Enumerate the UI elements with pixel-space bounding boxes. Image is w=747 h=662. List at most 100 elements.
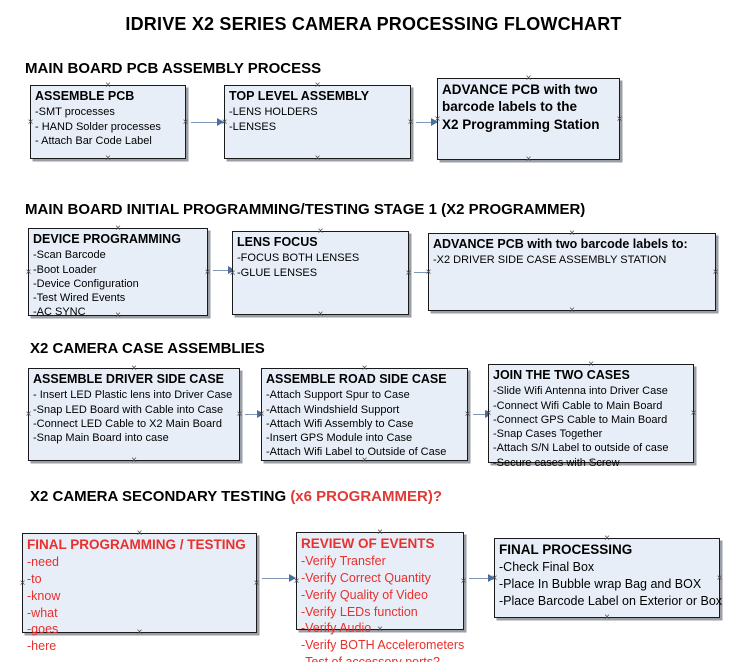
node-advance-pcb-programming-station[interactable]: ADVANCE PCB with two barcode labels to t… <box>437 78 620 160</box>
node-line: -Attach Wifi Assembly to Case <box>266 417 414 430</box>
node-line: -to <box>27 572 42 587</box>
connection-handle-left[interactable] <box>26 118 35 127</box>
node-line: -Verify LEDs function <box>301 604 418 619</box>
node-line: -Scan Barcode <box>33 249 106 262</box>
connection-handle-right[interactable] <box>404 269 413 278</box>
connection-handle-right[interactable] <box>235 410 244 419</box>
node-line: -Connect Wifi Cable to Main Board <box>493 399 663 412</box>
connection-handle-right[interactable] <box>406 118 415 127</box>
connection-handle-left[interactable] <box>24 268 33 277</box>
connection-handle-top[interactable] <box>135 529 144 538</box>
node-assemble-pcb[interactable]: ASSEMBLE PCB -SMT processes - HAND Solde… <box>30 85 186 159</box>
connection-handle-right[interactable] <box>252 579 261 588</box>
connection-handle-top[interactable] <box>587 360 596 369</box>
connection-handle-right[interactable] <box>711 268 720 277</box>
node-line: -Snap Cases Together <box>493 428 603 441</box>
connection-handle-left[interactable] <box>24 410 33 419</box>
node-advance-pcb-driver-side-case[interactable]: ADVANCE PCB with two barcode labels to: … <box>428 233 716 311</box>
connection-handle-top[interactable] <box>376 528 385 537</box>
node-title: TOP LEVEL ASSEMBLY <box>229 89 370 103</box>
node-line: -Slide Wifi Antenna into Driver Case <box>493 385 668 398</box>
connection-handle-bottom[interactable] <box>360 456 369 465</box>
connection-handle-left[interactable] <box>292 577 301 586</box>
node-line: -Attach Windshield Support <box>266 403 400 416</box>
connection-handle-bottom[interactable] <box>524 155 533 164</box>
connection-handle-right[interactable] <box>463 410 472 419</box>
node-line: -Boot Loader <box>33 263 97 276</box>
connection-handle-bottom[interactable] <box>568 306 577 315</box>
connection-handle-top[interactable] <box>104 81 113 90</box>
node-line: -Insert GPS Module into Case <box>266 432 413 445</box>
node-line: -Test Wired Events <box>33 292 126 305</box>
node-title: ASSEMBLE PCB <box>35 89 135 103</box>
connection-handle-right[interactable] <box>203 268 212 277</box>
node-title: FINAL PROCESSING <box>499 542 633 557</box>
node-device-programming[interactable]: DEVICE PROGRAMMING -Scan Barcode -Boot L… <box>28 228 208 319</box>
node-final-processing[interactable]: FINAL PROCESSING -Check Final Box -Place… <box>494 538 722 618</box>
connection-handle-top[interactable] <box>568 229 577 238</box>
connection-handle-top[interactable] <box>130 364 139 373</box>
connection-handle-top[interactable] <box>360 364 369 373</box>
node-assemble-road-side-case[interactable]: ASSEMBLE ROAD SIDE CASE -Attach Support … <box>261 368 468 461</box>
connection-handle-top[interactable] <box>114 224 123 233</box>
node-line: -GLUE LENSES <box>237 266 318 279</box>
node-title: FINAL PROGRAMMING / TESTING <box>27 537 246 552</box>
section-heading-text: MAIN BOARD PCB ASSEMBLY PROCESS <box>25 60 322 77</box>
node-line: - HAND Solder processes <box>35 120 161 133</box>
node-title: ASSEMBLE ROAD SIDE CASE <box>266 372 447 386</box>
node-join-the-two-cases[interactable]: JOIN THE TWO CASES -Slide Wifi Antenna i… <box>488 364 694 469</box>
node-line: -Verify BOTH Accelerometers <box>301 638 465 653</box>
node-title: ASSEMBLE DRIVER SIDE CASE <box>33 372 225 386</box>
section-heading-text: MAIN BOARD INITIAL PROGRAMMING/TESTING S… <box>25 201 586 218</box>
connection-handle-right[interactable] <box>181 118 190 127</box>
connection-handle-left[interactable] <box>490 574 499 583</box>
connection-handle-bottom[interactable] <box>135 628 144 637</box>
node-line: -LENSES <box>229 120 277 133</box>
connection-handle-bottom[interactable] <box>316 310 325 319</box>
node-line: -Verify Correct Quantity <box>301 571 431 586</box>
section-heading-accent: (x6 PROGRAMMER)? <box>290 488 442 505</box>
node-line: -FOCUS BOTH LENSES <box>237 252 360 265</box>
arrow-final-programming-to-review-of-events <box>262 574 296 583</box>
connection-handle-bottom[interactable] <box>587 458 596 467</box>
connection-handle-right[interactable] <box>715 574 724 583</box>
node-final-programming-testing[interactable]: FINAL PROGRAMMING / TESTING -need -to -k… <box>22 533 257 653</box>
connection-handle-bottom[interactable] <box>376 625 385 634</box>
connection-handle-top[interactable] <box>316 227 325 236</box>
connection-handle-left[interactable] <box>220 118 229 127</box>
node-line: - Insert LED Plastic lens into Driver Ca… <box>33 389 233 402</box>
node-assemble-driver-side-case[interactable]: ASSEMBLE DRIVER SIDE CASE - Insert LED P… <box>28 368 240 461</box>
arrow-shaft <box>262 578 295 579</box>
connection-handle-top[interactable] <box>603 534 612 543</box>
node-line: -Verify Audio <box>301 621 372 636</box>
connection-handle-bottom[interactable] <box>104 154 113 163</box>
connection-handle-left[interactable] <box>424 268 433 277</box>
connection-handle-right[interactable] <box>689 409 698 418</box>
node-line: -Snap Main Board into case <box>33 432 169 445</box>
node-review-of-events[interactable]: REVIEW OF EVENTS -Verify Transfer -Verif… <box>296 532 464 662</box>
node-line: -AC SYNC <box>33 306 86 319</box>
node-line: -Attach Support Spur to Case <box>266 389 410 402</box>
connection-handle-top[interactable] <box>524 74 533 83</box>
connection-handle-top[interactable] <box>313 81 322 90</box>
connection-handle-bottom[interactable] <box>603 613 612 622</box>
connection-handle-bottom[interactable] <box>114 311 123 320</box>
connection-handle-bottom[interactable] <box>130 456 139 465</box>
node-line: -Check Final Box <box>499 560 595 575</box>
node-line: -Verify Quality of Video <box>301 587 428 602</box>
connection-handle-left[interactable] <box>484 409 493 418</box>
connection-handle-left[interactable] <box>433 115 442 124</box>
node-title: ADVANCE PCB with two barcode labels to: <box>433 237 688 251</box>
node-lens-focus[interactable]: LENS FOCUS -FOCUS BOTH LENSES -GLUE LENS… <box>232 231 409 315</box>
connection-handle-left[interactable] <box>257 410 266 419</box>
node-line: -here <box>27 639 57 654</box>
node-line: -Device Configuration <box>33 277 139 290</box>
section-heading-main-board-pcb-assembly-process: MAIN BOARD PCB ASSEMBLY PROCESS <box>25 60 321 77</box>
connection-handle-left[interactable] <box>18 579 27 588</box>
connection-handle-right[interactable] <box>615 115 624 124</box>
connection-handle-left[interactable] <box>228 269 237 278</box>
connection-handle-bottom[interactable] <box>313 154 322 163</box>
node-top-level-assembly[interactable]: TOP LEVEL ASSEMBLY -LENS HOLDERS -LENSES <box>224 85 411 159</box>
connection-handle-right[interactable] <box>459 577 468 586</box>
